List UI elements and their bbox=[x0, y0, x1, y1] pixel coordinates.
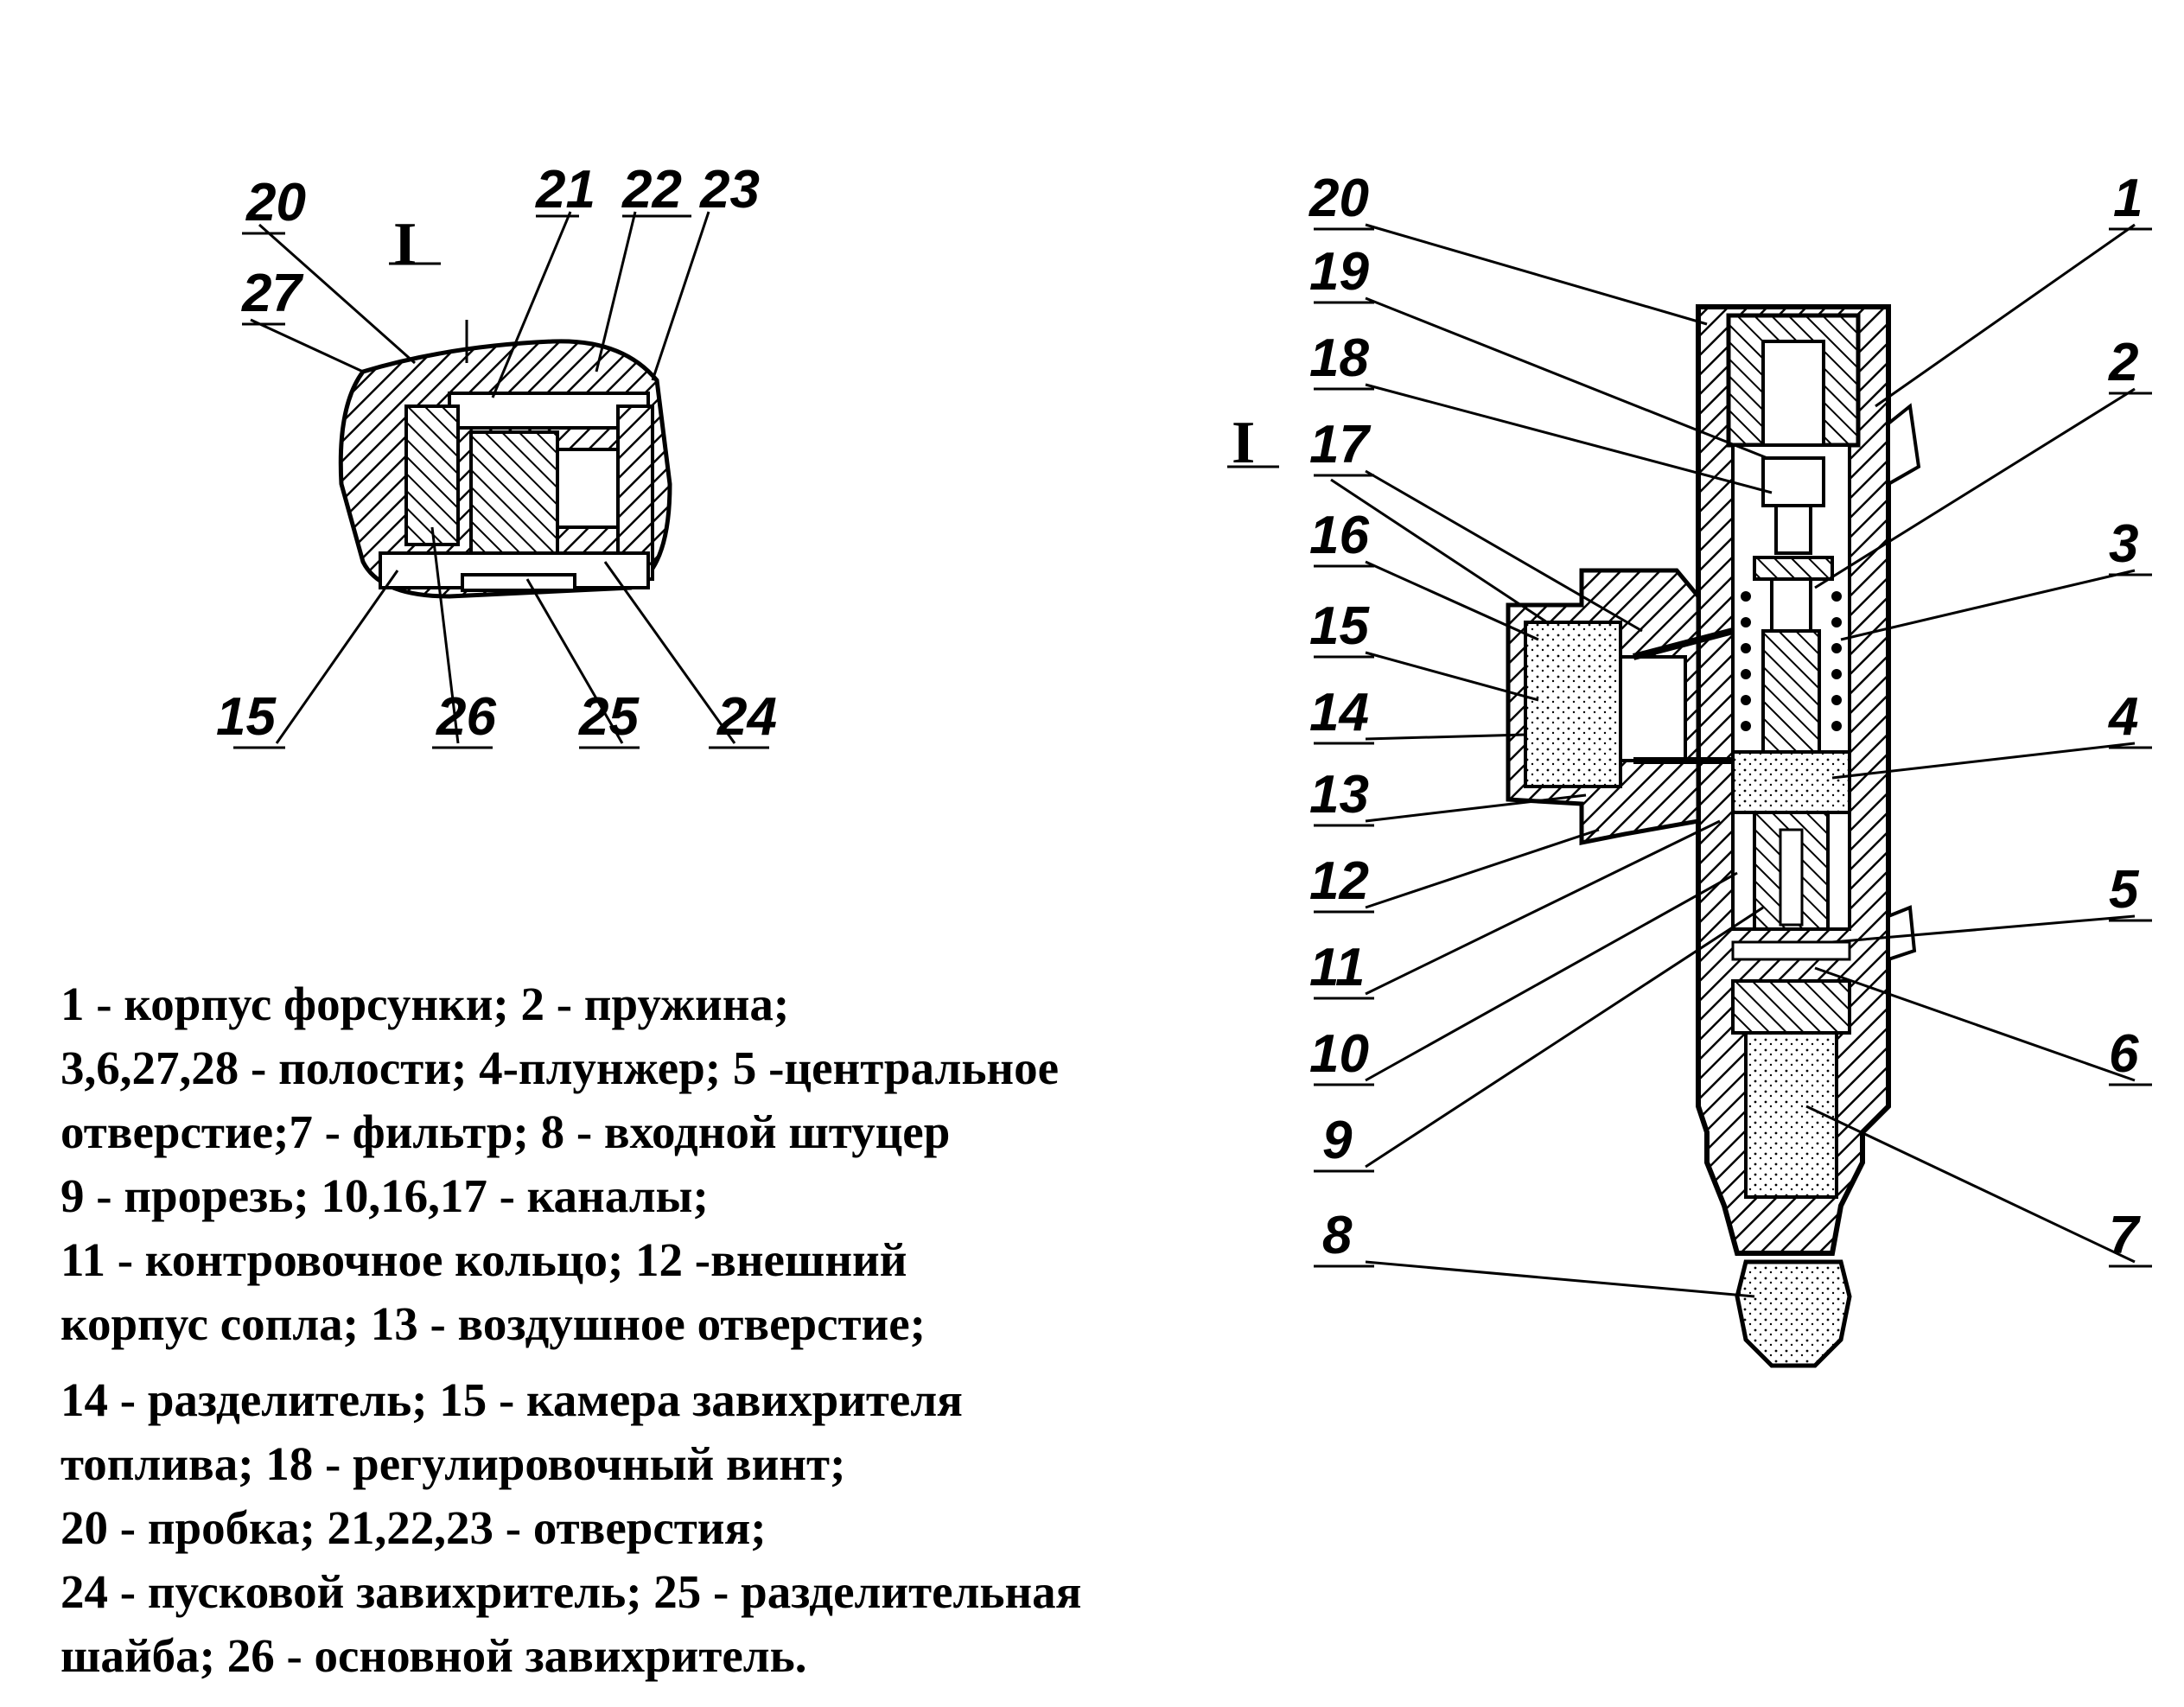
main-label-14: 14 bbox=[1309, 683, 1369, 742]
legend-line: топлива; 18 - регулировочный винт; bbox=[60, 1437, 846, 1490]
main-label-7: 7 bbox=[2109, 1206, 2141, 1265]
detail-label-26: 26 bbox=[436, 687, 496, 747]
adjusting-screw bbox=[1761, 456, 1825, 507]
main-label-4: 4 bbox=[2107, 687, 2138, 747]
main-label-15: 15 bbox=[1309, 596, 1370, 656]
filter-housing bbox=[1731, 979, 1851, 1035]
detail-label-27: 27 bbox=[241, 264, 303, 323]
legend-line: 20 - пробка; 21,22,23 - отверстия; bbox=[60, 1501, 767, 1554]
legend-line: 1 - корпус форсунки; 2 - пружина; bbox=[60, 978, 790, 1030]
detail-label-24: 24 bbox=[716, 687, 777, 747]
detail-leaders bbox=[233, 211, 769, 749]
valve-channel bbox=[1779, 828, 1804, 927]
legend-line: 9 - прорезь; 10,16,17 - каналы; bbox=[60, 1169, 709, 1222]
section-label-detail: I bbox=[393, 211, 417, 277]
main-label-2: 2 bbox=[2108, 333, 2138, 392]
legend-line: шайба; 26 - основной завихритель. bbox=[60, 1629, 807, 1682]
detail-view-I: I 20 27 21 22 23 15 26 25 24 bbox=[216, 160, 777, 749]
main-label-17: 17 bbox=[1309, 415, 1371, 475]
divider bbox=[1619, 655, 1687, 762]
inlet-fitting bbox=[1735, 1259, 1852, 1368]
detail-label-15: 15 bbox=[216, 687, 277, 747]
parts-legend: 1 - корпус форсунки; 2 - пружина; 3,6,27… bbox=[60, 972, 1288, 1688]
main-label-6: 6 bbox=[2109, 1024, 2139, 1084]
main-label-12: 12 bbox=[1309, 851, 1369, 911]
main-label-20: 20 bbox=[1308, 169, 1369, 228]
detail-cavity-left bbox=[404, 404, 460, 546]
main-label-10: 10 bbox=[1309, 1024, 1369, 1084]
plunger-sleeve bbox=[1761, 629, 1821, 754]
legend-line: 14 - разделитель; 15 - камера завихрител… bbox=[60, 1373, 963, 1426]
main-label-8: 8 bbox=[1322, 1206, 1353, 1265]
detail-label-21: 21 bbox=[535, 160, 595, 220]
section-label-main: I bbox=[1232, 410, 1255, 476]
channel-16 bbox=[1632, 627, 1735, 660]
top-plug-cap bbox=[1761, 340, 1825, 447]
main-label-13: 13 bbox=[1309, 765, 1369, 825]
boss-upper bbox=[1887, 403, 1921, 487]
legend-line: отверстие;7 - фильтр; 8 - входной штуцер bbox=[60, 1105, 951, 1158]
detail-washer bbox=[461, 573, 576, 592]
detail-label-23: 23 bbox=[699, 160, 760, 220]
main-label-19: 19 bbox=[1309, 242, 1369, 302]
filter bbox=[1744, 1031, 1838, 1199]
injector-main-section: I 20 19 18 17 16 15 14 13 12 11 10 9 8 1… bbox=[1227, 169, 2152, 1368]
chamber-6 bbox=[1731, 940, 1851, 961]
main-label-11: 11 bbox=[1309, 938, 1365, 997]
detail-cavity-right bbox=[556, 448, 620, 529]
spring-coils bbox=[1741, 591, 1842, 731]
valve-seat bbox=[1731, 750, 1851, 814]
legend-line: корпус сопла; 13 - воздушное отверстие; bbox=[60, 1297, 926, 1350]
main-leaders bbox=[1227, 223, 2152, 1298]
detail-label-20: 20 bbox=[245, 173, 306, 232]
main-label-1: 1 bbox=[2113, 169, 2143, 228]
legend-line: 11 - контровочное кольцо; 12 -внешний bbox=[60, 1233, 907, 1286]
adjusting-screw-stem bbox=[1774, 504, 1812, 555]
main-label-18: 18 bbox=[1309, 328, 1369, 388]
main-label-16: 16 bbox=[1309, 506, 1369, 565]
legend-line: 24 - пусковой завихритель; 25 - разделит… bbox=[60, 1565, 1082, 1618]
main-label-9: 9 bbox=[1322, 1111, 1353, 1170]
swirl-chamber bbox=[1524, 621, 1622, 788]
detail-label-25: 25 bbox=[578, 687, 640, 747]
legend-line: 3,6,27,28 - полости; 4-плунжер; 5 -центр… bbox=[60, 1041, 1059, 1094]
spring-seat bbox=[1753, 556, 1834, 581]
detail-swirler-main bbox=[469, 430, 559, 572]
detail-label-22: 22 bbox=[621, 160, 682, 220]
boss-lower bbox=[1887, 905, 1917, 962]
legend-gap bbox=[60, 1356, 1288, 1368]
main-label-5: 5 bbox=[2109, 860, 2140, 920]
main-label-3: 3 bbox=[2109, 514, 2138, 574]
